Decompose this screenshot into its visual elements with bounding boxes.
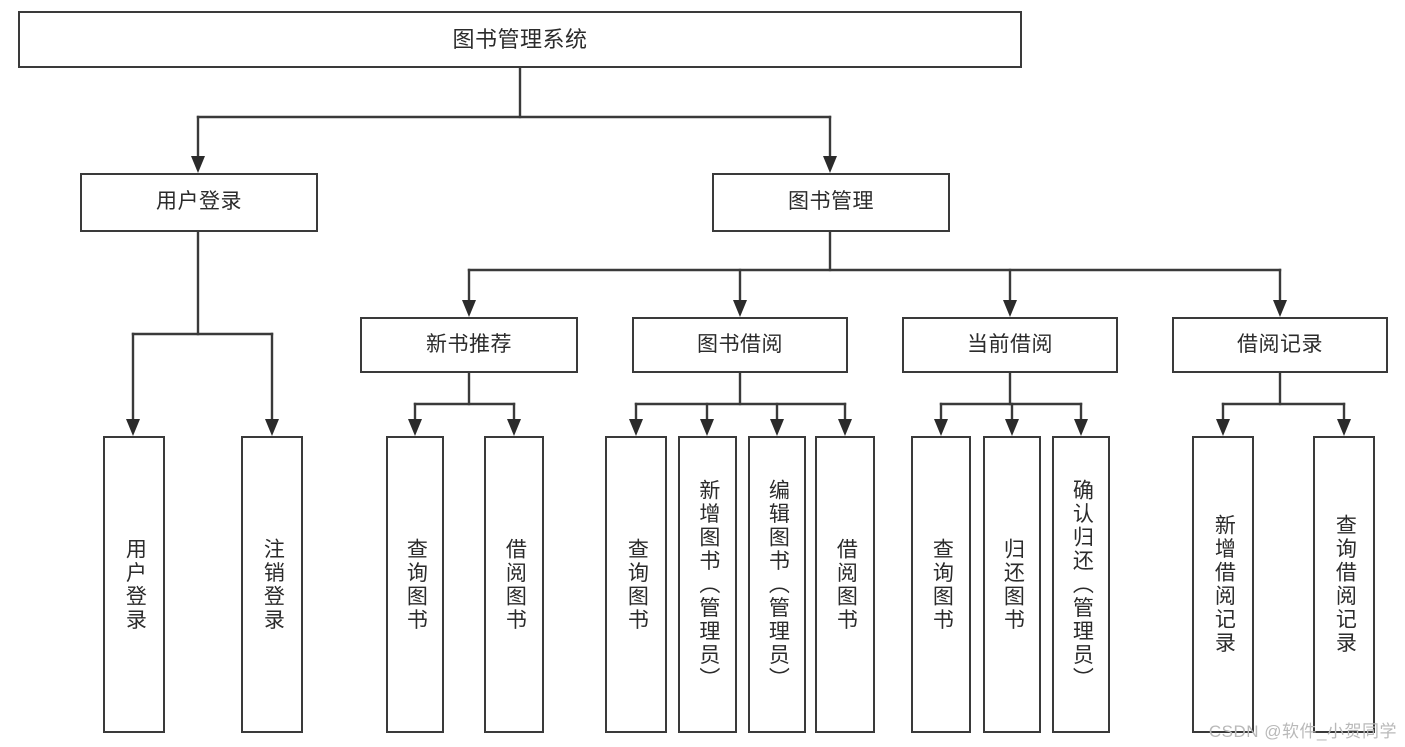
connector-arrowhead: [838, 419, 852, 436]
node-leaf-add-borrow-record[interactable]: 新增借阅记录: [1192, 436, 1254, 733]
node-leaf-query-borrow-record[interactable]: 查询借阅记录: [1313, 436, 1375, 733]
connector-arrowhead: [265, 419, 279, 436]
connector-arrowhead: [1337, 419, 1351, 436]
connector-arrowhead: [1216, 419, 1230, 436]
node-leaf-query-book-current[interactable]: 查询图书: [911, 436, 971, 733]
node-leaf-borrow-book-recommend[interactable]: 借阅图书: [484, 436, 544, 733]
node-leaf-user-login[interactable]: 用户登录: [103, 436, 165, 733]
node-leaf-add-book[interactable]: 新增图书（管理员）: [678, 436, 737, 733]
node-label: 新书推荐: [426, 332, 512, 356]
node-label: 当前借阅: [967, 332, 1053, 356]
node-label: 用户登录: [156, 190, 242, 214]
connector-arrowhead: [700, 419, 714, 436]
node-label: 编辑图书（管理员）: [766, 478, 790, 691]
node-new-book-recommend[interactable]: 新书推荐: [360, 317, 578, 373]
watermark: CSDN @软件_小贺同学: [1208, 722, 1397, 741]
node-root[interactable]: 图书管理系统: [18, 11, 1022, 68]
connector-arrowhead: [733, 300, 747, 317]
node-label: 新增借阅记录: [1212, 514, 1236, 655]
node-label: 图书管理系统: [452, 26, 588, 52]
node-label: 查询图书: [404, 537, 428, 632]
node-label: 用户登录: [123, 537, 147, 632]
node-leaf-query-book-recommend[interactable]: 查询图书: [386, 436, 444, 733]
node-leaf-query-book-borrow[interactable]: 查询图书: [605, 436, 667, 733]
connector-arrowhead: [1003, 300, 1017, 317]
node-leaf-edit-book[interactable]: 编辑图书（管理员）: [748, 436, 806, 733]
connector-arrowhead: [934, 419, 948, 436]
connector-arrowhead: [770, 419, 784, 436]
node-book-management[interactable]: 图书管理: [712, 173, 950, 232]
node-leaf-logout[interactable]: 注销登录: [241, 436, 303, 733]
node-label: 查询借阅记录: [1333, 514, 1357, 655]
connector-arrowhead: [126, 419, 140, 436]
node-book-borrow[interactable]: 图书借阅: [632, 317, 848, 373]
node-label: 归还图书: [1001, 537, 1025, 632]
node-label: 借阅图书: [834, 537, 858, 632]
node-user-login[interactable]: 用户登录: [80, 173, 318, 232]
connector-arrowhead: [462, 300, 476, 317]
node-label: 图书管理: [788, 190, 874, 214]
connector-arrowhead: [191, 156, 205, 173]
connector-arrowhead: [823, 156, 837, 173]
node-label: 注销登录: [261, 537, 285, 632]
node-leaf-confirm-return[interactable]: 确认归还（管理员）: [1052, 436, 1110, 733]
node-label: 图书借阅: [697, 332, 783, 356]
connector-arrowhead: [1005, 419, 1019, 436]
node-label: 查询图书: [625, 537, 649, 632]
node-label: 新增图书（管理员）: [696, 478, 720, 691]
connector-arrowhead: [408, 419, 422, 436]
connector-arrowhead: [629, 419, 643, 436]
connector-arrowhead: [1074, 419, 1088, 436]
node-leaf-borrow-book[interactable]: 借阅图书: [815, 436, 875, 733]
node-label: 查询图书: [930, 537, 954, 632]
node-leaf-return-book[interactable]: 归还图书: [983, 436, 1041, 733]
connector-arrowhead: [1273, 300, 1287, 317]
connector-arrowhead: [507, 419, 521, 436]
node-label: 确认归还（管理员）: [1070, 478, 1094, 691]
node-borrow-record[interactable]: 借阅记录: [1172, 317, 1388, 373]
node-current-borrow[interactable]: 当前借阅: [902, 317, 1118, 373]
node-label: 借阅图书: [503, 537, 527, 632]
node-label: 借阅记录: [1237, 332, 1323, 356]
